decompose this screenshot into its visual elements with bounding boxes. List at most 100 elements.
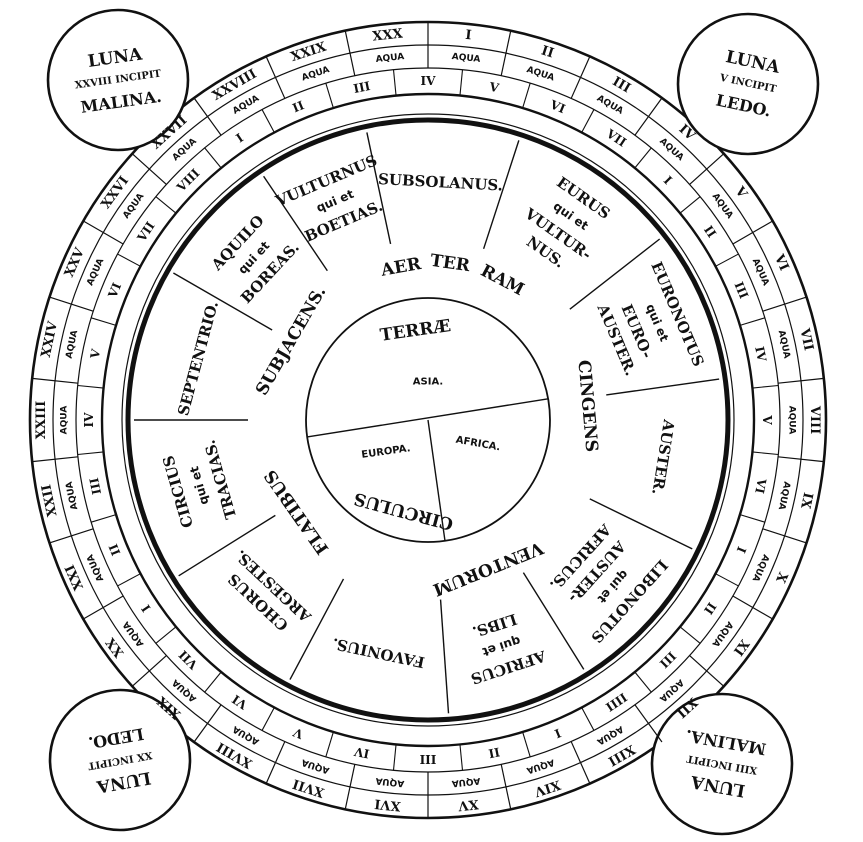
earth-divider-horizontal [307,398,549,438]
hour-numeral: IV [421,74,437,88]
hour-divider [77,451,104,456]
sector-divider [589,498,693,550]
hour-numeral: III [732,280,752,301]
aqua-label: AQUA [710,192,735,221]
day-numeral: X [772,570,790,586]
hour-numeral: II [106,541,123,557]
day-divider [265,741,286,784]
day-numeral: VIII [807,405,822,434]
day-divider [778,377,824,384]
aqua-label: AQUA [231,723,261,746]
sector-divider [569,238,661,310]
hour-divider [117,573,141,587]
day-divider [344,30,356,76]
hour-divider [325,82,334,109]
hour-numeral: V [291,725,307,742]
hour-divider [204,147,222,169]
day-divider [732,220,773,245]
day-numeral: XXX [372,26,405,44]
day-numeral: IX [797,491,815,511]
sector-divider [263,175,328,272]
hour-numeral: VIII [173,166,202,195]
hour-divider [261,109,275,133]
hour-divider [459,744,464,771]
day-numeral: I [465,28,473,44]
hour-divider [90,514,117,523]
aqua-label: AQUA [787,406,797,435]
sector-divider [173,272,273,331]
day-divider [131,655,167,687]
aqua-label: AQUA [121,619,146,648]
hour-divider [752,451,779,456]
hour-numeral: V [760,414,774,425]
day-divider [634,97,663,136]
hour-divider [392,744,397,771]
hour-numeral: I [661,173,675,187]
day-divider [32,456,78,463]
day-divider [778,456,824,463]
moon-disc-br [650,692,794,836]
day-divider [265,56,286,99]
inscription-subjacens: SUBJACENS. [252,283,330,399]
day-divider [689,655,725,687]
day-divider [500,764,512,810]
hour-numeral: V [88,347,104,361]
hour-numeral: I [233,131,246,146]
hour-numeral: II [701,223,719,240]
inscription-terrae: TERRÆ [379,316,453,346]
hour-numeral: IV [82,412,96,428]
hour-divider [581,707,595,731]
aqua-label: AQUA [121,192,146,221]
day-numeral: XXIII [34,401,49,439]
continent-europa: EUROPA. [361,443,411,461]
inner-numeral-ring [100,92,756,748]
aqua-label: AQUA [301,757,331,775]
day-divider [32,377,78,384]
day-divider [762,296,807,312]
wind-name-line: AFRICUS [469,646,549,687]
aqua-label: AQUA [65,481,81,511]
hour-divider [155,196,177,214]
wind-name-line: SUBSOLANUS. [378,170,504,195]
hour-divider [522,82,531,109]
day-divider [131,153,167,185]
aqua-label: AQUA [657,137,685,164]
hour-divider [90,317,117,326]
hour-divider [522,731,531,758]
hour-divider [679,626,701,644]
hour-numeral: IV [752,345,769,363]
hour-numeral: III [87,476,104,496]
hour-divider [392,69,397,96]
aqua-label: AQUA [595,94,625,117]
aqua-label: AQUA [710,619,735,648]
inscription-ter: TER [429,251,472,276]
moon-disc-circle [676,12,820,156]
hour-divider [155,626,177,644]
wind-ring-edge [121,113,735,727]
aqua-label: AQUA [301,65,331,83]
hour-numeral: III [657,649,679,671]
wind-name-line: AUSTER. [648,417,678,496]
hour-numeral: VI [547,97,567,116]
day-divider [762,528,807,544]
moon-disc-circle [48,688,192,832]
day-numeral: V [731,183,750,202]
day-numeral: II [539,43,555,61]
day-divider [689,153,725,185]
day-divider [570,741,591,784]
moon-disc-circle [650,692,794,836]
sector-divider [482,140,520,250]
day-numeral: XXIX [289,39,329,65]
moon-disc-bl [48,688,192,832]
day-divider [193,97,222,136]
sector-divider [289,578,345,680]
hour-divider [117,253,141,267]
hour-numeral: VI [105,280,124,300]
moon-disc-tl [46,8,190,152]
hour-numeral: VI [752,476,769,495]
hour-numeral: III [352,79,372,96]
